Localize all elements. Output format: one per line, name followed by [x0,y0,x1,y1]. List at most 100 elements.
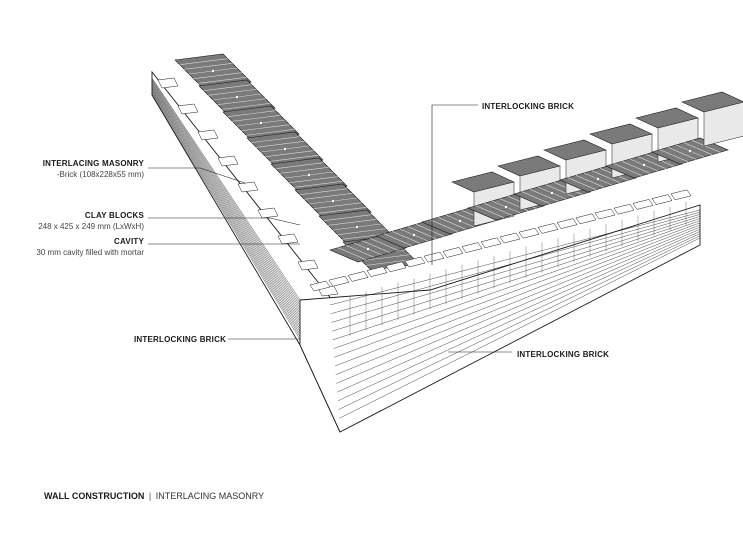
leader-clay [148,217,301,226]
label-masonry-sub: -Brick (108x228x55 mm) [56,170,144,179]
block-perforation-line [475,205,505,218]
label-interlacing-masonry: INTERLACING MASONRY -Brick (108x228x55 m… [43,158,144,180]
interlocking-brick-right [480,237,502,249]
block-perforation-line [232,115,281,122]
block-perforation-line [369,238,399,251]
caption-title: WALL CONSTRUCTION [44,491,145,501]
block-hole [283,147,287,151]
front-face-course-line [333,220,701,349]
label-cavity: CAVITY 30 mm cavity filled with mortar [36,236,144,258]
interlocking-brick-left [157,77,179,89]
block-perforation-line [275,162,324,169]
leader-int-top [431,104,478,265]
block-perforation-line [366,259,415,266]
block-perforation-line [621,161,651,174]
block-hole [688,149,692,153]
interlocking-brick-right [461,242,483,253]
label-cavity-sub: 30 mm cavity filled with mortar [36,248,144,257]
block-perforation-line [521,191,551,204]
label-clay-blocks: CLAY BLOCKS 248 x 425 x 249 mm (LxWxH) [38,210,144,232]
left-face-course-line [151,83,301,314]
block-perforation-line [246,129,295,136]
front-face-course-line [337,231,701,393]
block-perforation-line [529,189,559,202]
block-perforation-line [591,170,621,183]
right-wall-front-face [299,201,701,433]
label-masonry-title: INTERLACING MASONRY [42,159,144,168]
block-perforation-line [270,155,319,162]
block-perforation-line [304,193,353,200]
label-clay-sub: 248 x 425 x 249 mm (LxWxH) [38,222,144,231]
front-face-course-line [334,224,701,367]
block-perforation-line [193,72,242,79]
front-face-course-line [335,226,701,375]
left-face-course-line [151,77,301,301]
front-face-course-line [331,214,701,323]
interlocking-brick-right [575,213,597,225]
block-perforation-line [280,167,329,174]
interlocking-brick-right [518,227,540,239]
label-int-left-title: INTERLOCKING BRICK [134,335,227,344]
interlocking-brick-right [632,199,654,210]
block-hole [504,205,508,209]
interlocking-brick-right [499,232,521,244]
leader-masonry [148,167,246,184]
block-perforation-line [667,147,697,160]
block-perforation-line [217,98,266,105]
block-perforation-line [318,207,367,214]
block-perforation-line [208,89,257,96]
label-int-top-title: INTERLOCKING BRICK [482,102,575,111]
left-face-course-line [151,93,301,337]
interlocking-brick-right [423,251,445,263]
block-perforation-line [567,177,597,190]
block-perforation-line [313,202,362,209]
block-perforation-line [429,219,459,232]
interlocking-brick-right [594,208,616,220]
interlocking-brick-left [277,233,299,245]
left-face-course-line [151,92,301,335]
label-interlocking-brick-right: INTERLOCKING BRICK [517,349,609,360]
block-perforation-line [659,149,689,162]
clay-block-right-upper-side [703,101,743,147]
block-perforation-line [337,247,367,260]
block-hole [642,163,646,167]
block-perforation-line [415,224,445,237]
block-perforation-line [407,226,437,239]
interlocking-brick-right [537,223,559,234]
block-perforation-line [256,141,305,148]
front-face-course-line [338,235,701,410]
block-perforation-line [361,254,410,261]
label-interlocking-brick-top: INTERLOCKING BRICK [482,101,574,112]
block-perforation-line [613,163,643,176]
block-hole [596,177,600,181]
caption-subtitle: INTERLACING MASONRY [155,491,265,501]
block-hole [355,225,359,229]
interlocking-brick-left [237,181,259,193]
block-perforation-line [545,184,575,197]
interlocking-brick-right [404,256,426,268]
block-perforation-line [179,58,228,65]
front-face-course-line [329,209,701,306]
block-hole [366,247,370,251]
block-perforation-line [383,233,413,246]
interlocking-brick-right [309,280,331,292]
block-perforation-line [294,181,343,188]
interlocking-brick-right [670,189,692,201]
left-wall-outer-face [151,70,341,433]
front-face-course-line [334,222,701,358]
front-face-course-line [336,229,701,384]
left-face-course-line [151,90,301,329]
block-perforation-line [299,188,348,195]
block-hole [211,69,215,73]
interlocking-brick-left [217,155,239,167]
clay-block-right-upper [681,91,743,113]
clay-blocks-left-wing [157,53,420,297]
block-perforation-line [203,84,252,91]
block-hole [235,95,239,99]
block-perforation-line [483,203,513,216]
block-hole [412,233,416,237]
front-face-course-line [339,237,701,419]
figure-caption: WALL CONSTRUCTION | INTERLACING MASONRY [44,491,264,501]
left-face-course-line [151,81,301,308]
block-perforation-line [251,136,300,143]
